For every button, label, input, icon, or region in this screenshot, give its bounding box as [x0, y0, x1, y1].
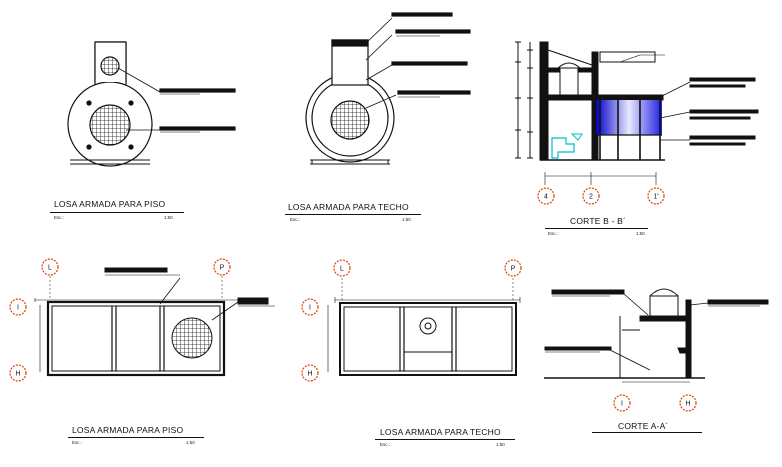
grid-bubble-plan-floor-0: L — [41, 258, 59, 276]
grid-bubble-label: 1' — [653, 194, 658, 201]
roof-vent-inner — [424, 322, 432, 330]
grid-bubble-label: P — [511, 266, 516, 273]
scale-label: Esc.: — [380, 442, 391, 447]
grid-bubble-label: H — [15, 371, 20, 378]
grid-bubble-label: I — [309, 305, 311, 312]
scale-value: 1:50 — [186, 440, 195, 445]
roof-vent-outer — [419, 317, 437, 335]
grid-bubble-section-a-0: I — [613, 394, 631, 412]
grid-bubble-plan-roof-1: P — [504, 259, 522, 277]
grid-bubble-plan-floor-2: I — [9, 298, 27, 316]
view-roof-slab-plan — [327, 278, 521, 376]
grid-bubble-label: I — [17, 305, 19, 312]
grid-bubble-label: L — [48, 265, 52, 272]
grid-bubble-plan-roof-0: L — [333, 259, 351, 277]
view-title-roof-slab-plan: LOSA ARMADA PARA TECHO — [380, 427, 501, 437]
plan-mesh-opening — [171, 317, 213, 359]
wc-fixture — [551, 137, 575, 159]
view-title-roof-slab: LOSA ARMADA PARA TECHO — [288, 202, 409, 212]
small-mesh-opening — [100, 56, 120, 76]
grid-bubble-label: L — [340, 266, 344, 273]
grid-bubble-label: I — [621, 401, 623, 408]
scale-label: Esc.: — [290, 217, 301, 222]
scale-label: Esc.: — [548, 231, 559, 236]
view-title-section-b: CORTE B - B´ — [570, 216, 627, 226]
grid-bubble-plan-floor-3: H — [9, 364, 27, 382]
scale-value: 1:50 — [496, 442, 505, 447]
grid-bubble-plan-roof-3: H — [301, 364, 319, 382]
view-section-a — [544, 288, 769, 383]
roof-mesh-opening — [330, 100, 370, 140]
grid-bubble-label: P — [220, 265, 225, 272]
grid-bubble-label: 4 — [544, 194, 548, 201]
view-roof-slab-detail — [305, 12, 471, 165]
scale-value: 1:50 — [636, 231, 645, 236]
grid-bubble-section-a-1: H — [679, 394, 697, 412]
grid-bubble-label: H — [685, 401, 690, 408]
view-title-floor-slab-plan: LOSA ARMADA PARA PISO — [72, 425, 184, 435]
scale-value: 1:50 — [402, 217, 411, 222]
grid-bubble-label: 2 — [589, 194, 593, 201]
view-floor-slab-plan — [34, 267, 275, 377]
scale-value: 1:50 — [164, 215, 173, 220]
view-floor-slab-detail — [67, 41, 236, 167]
grid-bubble-plan-floor-1: P — [213, 258, 231, 276]
view-title-floor-slab: LOSA ARMADA PARA PISO — [54, 199, 166, 209]
large-mesh-opening — [89, 104, 131, 146]
view-section-b — [515, 41, 759, 185]
grid-bubble-layer: 4 2 1' L P I H L P I H I H — [9, 187, 697, 412]
grid-bubble-label: H — [307, 371, 312, 378]
grid-bubble-plan-roof-2: I — [301, 298, 319, 316]
view-title-section-a: CORTE A-A´ — [618, 421, 669, 431]
scale-label: Esc.: — [72, 440, 83, 445]
grid-bubble-section-b-2: 1' — [647, 187, 665, 205]
scale-label: Esc.: — [54, 215, 65, 220]
grid-bubble-section-b-1: 2 — [582, 187, 600, 205]
grid-bubble-section-b-0: 4 — [537, 187, 555, 205]
